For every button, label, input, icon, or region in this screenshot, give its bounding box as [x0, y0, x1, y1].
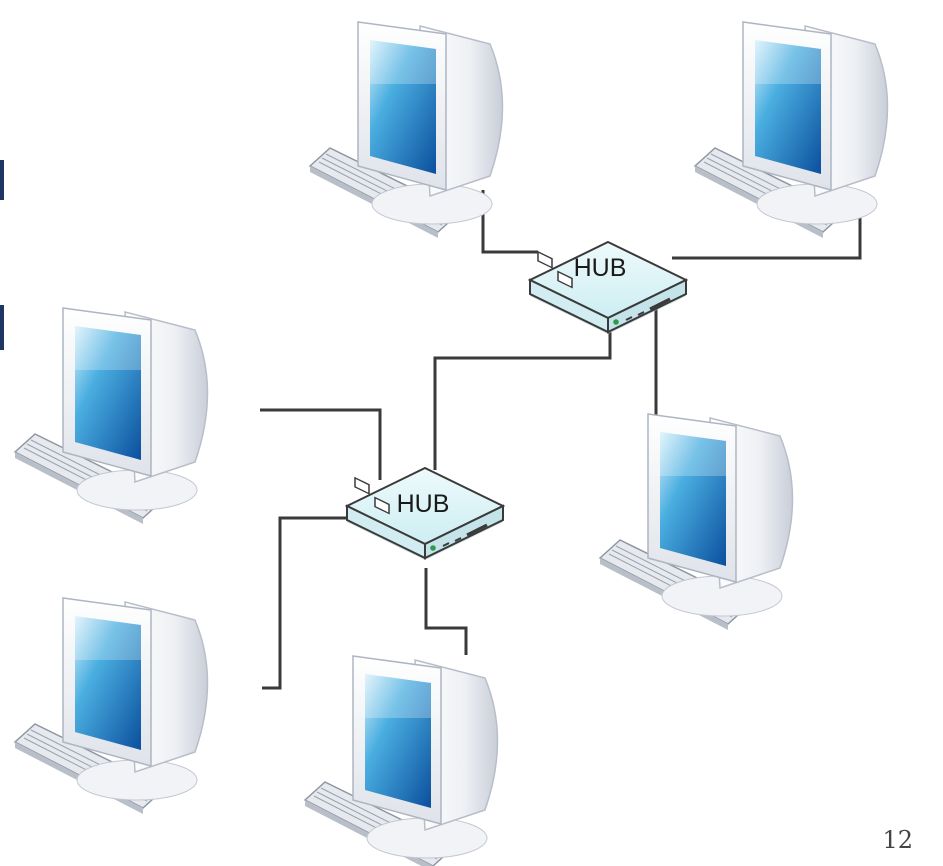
cable-hub-top-to-hub-bottom — [433, 332, 612, 470]
computer-icon — [304, 655, 499, 866]
slide-edge-mark-lower — [0, 305, 4, 350]
computer-icon — [694, 21, 889, 239]
hub-bottom: HUB — [345, 466, 505, 562]
hub-top-label: HUB — [574, 254, 627, 282]
computer-icon — [599, 413, 794, 631]
hub-top: HUB — [528, 240, 688, 336]
hub-bottom-label: HUB — [397, 490, 450, 518]
cable-pc-bottom-center-to-hub-bottom — [424, 568, 468, 655]
cable-pc-bottom-left-to-hub-bottom — [262, 516, 352, 690]
cable-pc-top-left-to-hub-top — [481, 190, 538, 254]
computer-icon — [309, 21, 504, 239]
computer-icon — [14, 597, 209, 815]
cable-pc-mid-left-to-hub-bottom — [260, 408, 382, 480]
cable-pc-mid-right-to-hub-top — [654, 290, 705, 427]
slide-edge-mark-upper — [0, 160, 4, 200]
page-number: 12 — [882, 826, 913, 854]
computer-icon — [14, 307, 209, 525]
